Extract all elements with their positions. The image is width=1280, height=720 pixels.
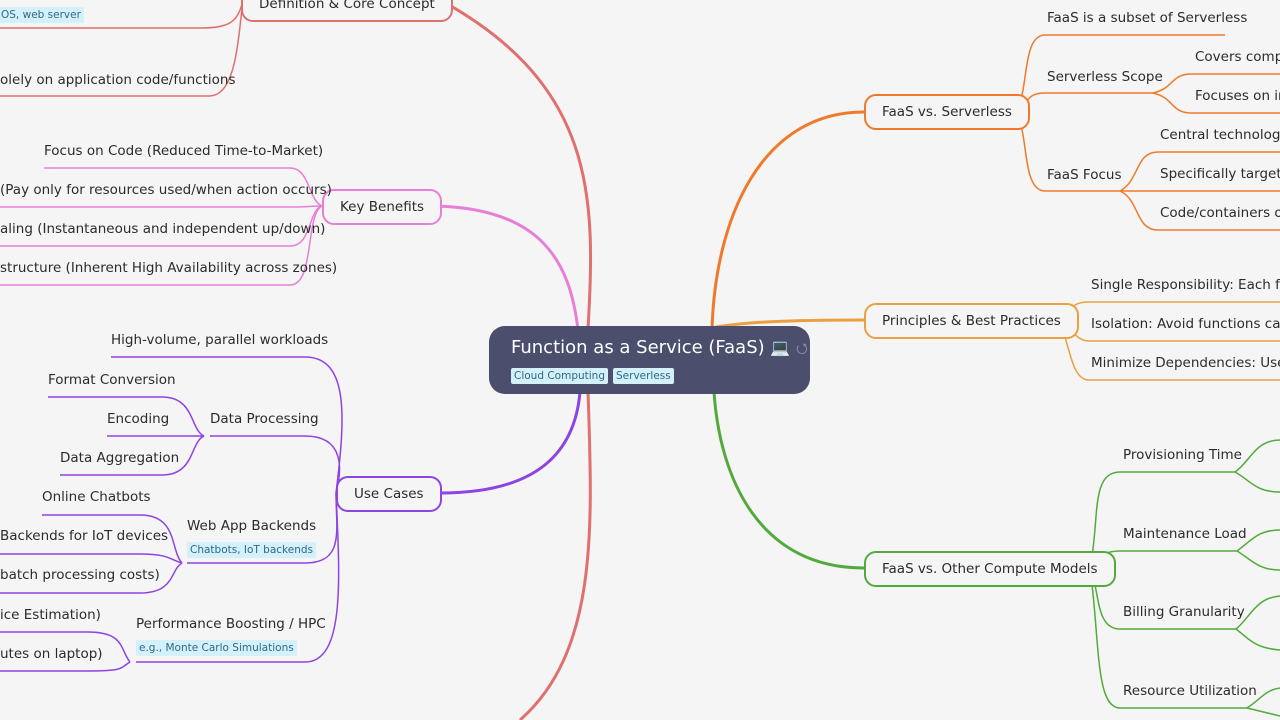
model-item[interactable]: Resource Utilization [1123,683,1257,699]
performance-tag: e.g., Monte Carlo Simulations [136,640,297,656]
principle-item[interactable]: Minimize Dependencies: Use as [1091,355,1280,371]
focus-item[interactable]: Specifically targets e [1160,166,1280,182]
serverless-subset[interactable]: FaaS is a subset of Serverless [1047,10,1248,26]
definition-child[interactable]: olely on application code/functions [0,72,236,88]
model-item[interactable]: Billing Granularity [1123,604,1245,620]
use-case-item[interactable]: High-volume, parallel workloads [111,332,329,348]
root-tag: Serverless [613,368,674,384]
performance-item[interactable]: ice Estimation) [0,607,101,623]
edge-root-definition-down [519,389,592,720]
node-principles[interactable]: Principles & Best Practices [864,303,1079,339]
edge-root-serverless [710,110,865,331]
collapse-icon[interactable]: ⭯ [796,341,808,357]
edge-root-benefits [433,204,580,331]
focus-item[interactable]: Code/containers onl [1160,205,1280,221]
principle-item[interactable]: Single Responsibility: Each func [1091,277,1280,293]
node-faas-vs-serverless[interactable]: FaaS vs. Serverless [864,94,1030,130]
scope-item[interactable]: Covers compu [1195,49,1280,65]
node-use-cases[interactable]: Use Cases [336,476,442,512]
focus-item[interactable]: Central technology i [1160,127,1280,143]
root-node[interactable]: Function as a Service (FaaS) 💻 ⭯ Cloud C… [489,326,810,394]
web-app-item[interactable]: Backends for IoT devices [0,528,169,544]
principle-item[interactable]: Isolation: Avoid functions calling [1091,316,1280,332]
web-app-item[interactable]: batch processing costs) [0,567,160,583]
benefit-item[interactable]: (Pay only for resources used/when action… [0,182,332,198]
model-item[interactable]: Maintenance Load [1123,526,1247,542]
use-case-web-app-backends[interactable]: Web App Backends [187,518,317,534]
performance-item[interactable]: utes on laptop) [0,646,103,662]
benefit-item[interactable]: Focus on Code (Reduced Time-to-Market) [44,143,324,159]
definition-tag: OS, web server [0,7,84,23]
serverless-scope[interactable]: Serverless Scope [1047,69,1163,85]
model-item[interactable]: Provisioning Time [1123,447,1242,463]
edge-root-othermodels [712,391,865,570]
laptop-icon: 💻 [770,338,791,357]
use-case-performance[interactable]: Performance Boosting / HPC [136,616,326,632]
benefit-item[interactable]: aling (Instantaneous and independent up/… [0,221,326,237]
web-app-item[interactable]: Online Chatbots [42,489,151,505]
root-title: Function as a Service (FaaS) 💻 ⭯ [511,335,808,362]
node-other-models[interactable]: FaaS vs. Other Compute Models [864,551,1116,587]
root-tag: Cloud Computing [511,368,608,384]
benefit-item[interactable]: structure (Inherent High Availability ac… [0,260,338,276]
data-processing-item[interactable]: Format Conversion [48,372,176,388]
edge-root-definition [436,0,593,331]
node-definition[interactable]: Definition & Core Concept [241,0,453,22]
scope-item[interactable]: Focuses on inv [1195,88,1280,104]
faas-focus[interactable]: FaaS Focus [1047,167,1122,183]
data-processing-item[interactable]: Data Aggregation [60,450,180,466]
root-title-text: Function as a Service (FaaS) [511,337,765,358]
node-key-benefits[interactable]: Key Benefits [322,189,443,225]
edge-root-usecases [436,391,582,495]
root-tags: Cloud Computing Serverless [511,368,788,384]
data-processing-item[interactable]: Encoding [107,411,170,427]
use-case-data-processing[interactable]: Data Processing [210,411,319,427]
web-app-tag: Chatbots, IoT backends [187,542,316,558]
